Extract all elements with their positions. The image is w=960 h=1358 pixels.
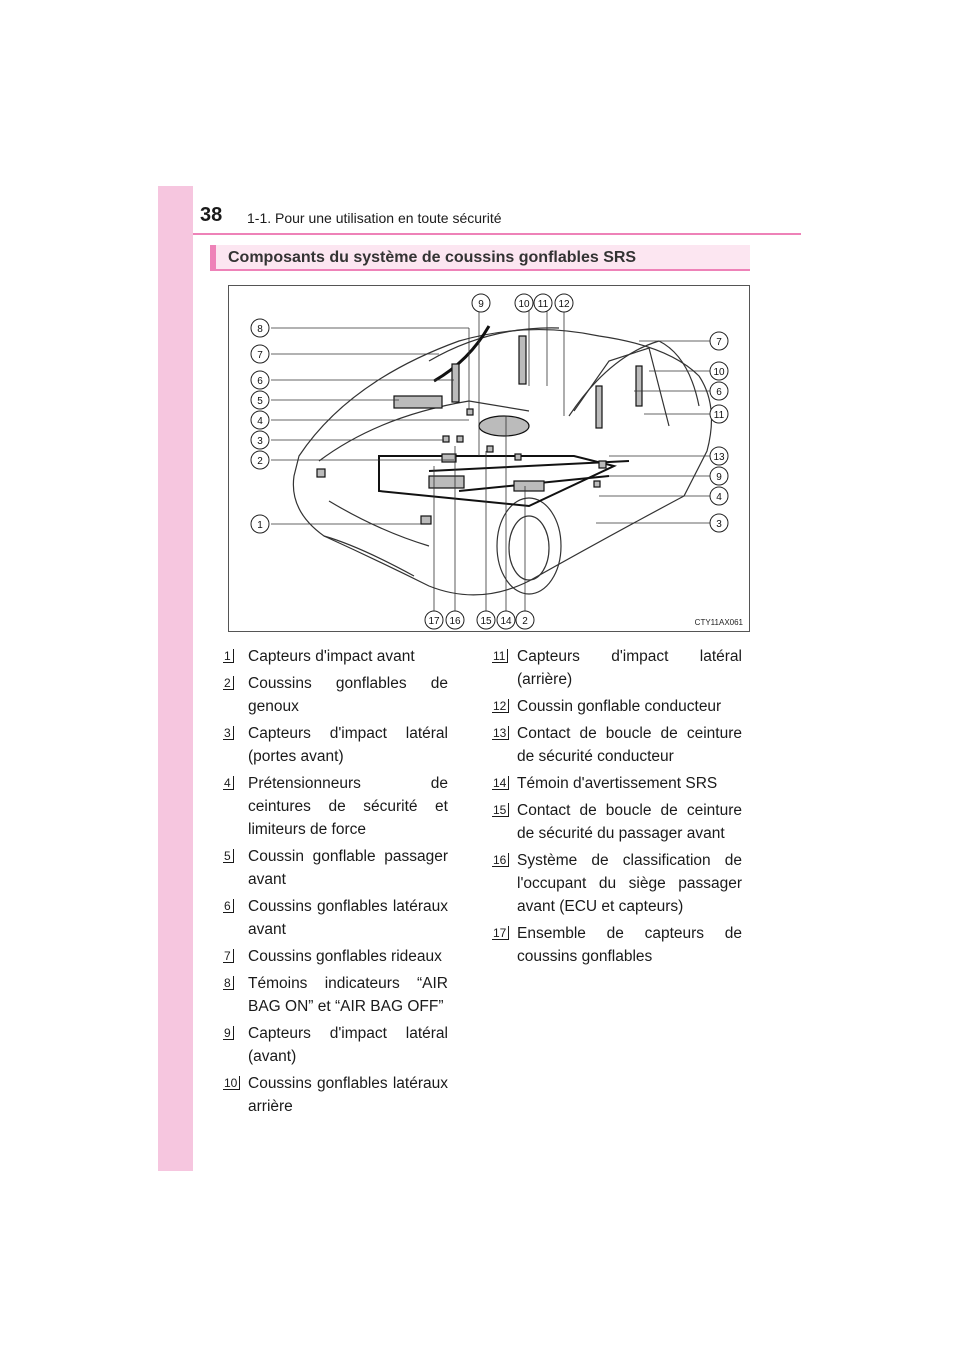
callout-label: 4 <box>716 492 722 503</box>
box-title-text: Composants du système de coussins gonfla… <box>228 249 636 267</box>
legend-number: 3 <box>223 726 234 740</box>
legend-text: Contact de boucle de ceinture de sécurit… <box>517 725 742 765</box>
legend-number: 11 <box>492 649 508 663</box>
legend-number: 7 <box>223 949 234 963</box>
callout-label: 4 <box>257 416 263 427</box>
callout-label: 11 <box>538 299 549 310</box>
airbag-components <box>317 326 642 524</box>
callout-label: 16 <box>449 616 461 627</box>
legend-number: 14 <box>492 776 509 790</box>
callout-label: 3 <box>716 519 722 530</box>
legend-text: Capteurs d'impact latéral (portes avant) <box>248 725 448 765</box>
legend-number: 12 <box>492 699 509 713</box>
callout-labels: 9 10 11 12 8 7 6 5 4 3 2 1 7 10 6 11 13 … <box>257 299 725 627</box>
legend-item: 11 Capteurs d'impact latéral (arrière) <box>492 645 742 691</box>
legend-text: Contact de boucle de ceinture de sécurit… <box>517 802 742 842</box>
legend-text: Coussins gonflables de genoux <box>248 675 448 715</box>
callout-label: 15 <box>480 616 492 627</box>
legend-text: Coussins gonflables latéraux avant <box>248 898 448 938</box>
legend-text: Témoins indicateurs “AIR BAG ON” et “AIR… <box>248 975 448 1015</box>
leader-lines <box>271 311 719 611</box>
figure-code: CTY11AX061 <box>695 618 743 627</box>
legend-text: Capteurs d'impact latéral (arrière) <box>517 648 742 688</box>
legend-text: Capteurs d'impact latéral (avant) <box>248 1025 448 1065</box>
airbag-frame <box>379 456 629 506</box>
car-outline <box>293 328 711 595</box>
car-illustration: 9 10 11 12 8 7 6 5 4 3 2 1 7 10 6 11 13 … <box>229 286 749 631</box>
legend-text: Coussin gonflable conducteur <box>517 698 721 715</box>
airbag-diagram: 9 10 11 12 8 7 6 5 4 3 2 1 7 10 6 11 13 … <box>228 285 750 632</box>
legend-column-right: 11 Capteurs d'impact latéral (arrière) 12… <box>492 645 742 972</box>
legend-text: Prétensionneurs de ceintures de sécurité… <box>248 775 448 838</box>
legend-number: 17 <box>492 926 509 940</box>
legend-text: Capteurs d'impact avant <box>248 648 415 665</box>
legend-item: 16 Système de classification de l'occupan… <box>492 849 742 918</box>
box-title: Composants du système de coussins gonfla… <box>210 245 750 271</box>
legend-text: Système de classification de l'occupant … <box>517 852 742 915</box>
legend-item: 7 Coussins gonflables rideaux <box>223 945 448 968</box>
box-title-underline <box>216 269 750 271</box>
legend-item: 12 Coussin gonflable conducteur <box>492 695 742 718</box>
callout-label: 8 <box>257 324 263 335</box>
legend-number: 5 <box>223 849 234 863</box>
callout-label: 6 <box>257 376 263 387</box>
legend-text: Coussins gonflables latéraux arrière <box>248 1075 448 1115</box>
legend-number: 13 <box>492 726 509 740</box>
side-tab-bar <box>158 186 193 1171</box>
legend-number: 15 <box>492 803 509 817</box>
legend-item: 1 Capteurs d'impact avant <box>223 645 448 668</box>
legend-item: 2 Coussins gonflables de genoux <box>223 672 448 718</box>
legend-number: 4 <box>223 776 234 790</box>
legend-number: 2 <box>223 676 234 690</box>
legend-number: 8 <box>223 976 234 990</box>
callout-label: 3 <box>257 436 263 447</box>
callout-label: 2 <box>522 616 528 627</box>
legend-item: 4 Prétensionneurs de ceintures de sécurit… <box>223 772 448 841</box>
legend-item: 15 Contact de boucle de ceinture de sécur… <box>492 799 742 845</box>
legend-item: 17 Ensemble de capteurs de coussins gonfl… <box>492 922 742 968</box>
callout-label: 10 <box>713 367 725 378</box>
legend-text: Coussins gonflables rideaux <box>248 948 442 965</box>
legend-item: 13 Contact de boucle de ceinture de sécur… <box>492 722 742 768</box>
legend-item: 5 Coussin gonflable passager avant <box>223 845 448 891</box>
legend-item: 10 Coussins gonflables latéraux arrière <box>223 1072 448 1118</box>
legend-item: 3 Capteurs d'impact latéral (portes avant… <box>223 722 448 768</box>
header-rule <box>193 233 801 235</box>
callout-label: 5 <box>257 396 263 407</box>
callout-label: 2 <box>257 456 263 467</box>
legend-number: 6 <box>223 899 234 913</box>
callout-label: 12 <box>558 299 570 310</box>
legend-text: Témoin d'avertissement SRS <box>517 775 717 792</box>
callout-label: 11 <box>714 410 725 421</box>
legend-text: Coussin gonflable passager avant <box>248 848 448 888</box>
page-number: 38 <box>200 204 222 227</box>
callout-label: 9 <box>478 299 484 310</box>
legend-number: 16 <box>492 853 509 867</box>
legend-item: 8 Témoins indicateurs “AIR BAG ON” et “AI… <box>223 972 448 1018</box>
legend-item: 6 Coussins gonflables latéraux avant <box>223 895 448 941</box>
callout-label: 6 <box>716 387 722 398</box>
callout-circles <box>251 294 728 629</box>
callout-label: 7 <box>716 337 722 348</box>
legend-number: 10 <box>223 1076 240 1090</box>
callout-label: 13 <box>713 452 725 463</box>
callout-label: 10 <box>518 299 530 310</box>
legend-text: Ensemble de capteurs de coussins gonflab… <box>517 925 742 965</box>
legend-item: 9 Capteurs d'impact latéral (avant) <box>223 1022 448 1068</box>
section-title: 1-1. Pour une utilisation en toute sécur… <box>247 210 502 226</box>
callout-label: 1 <box>257 520 263 531</box>
legend-item: 14 Témoin d'avertissement SRS <box>492 772 742 795</box>
callout-label: 7 <box>257 350 263 361</box>
legend-number: 1 <box>223 649 234 663</box>
callout-label: 9 <box>716 472 722 483</box>
callout-label: 17 <box>428 616 440 627</box>
callout-label: 14 <box>500 616 512 627</box>
legend-number: 9 <box>223 1026 234 1040</box>
